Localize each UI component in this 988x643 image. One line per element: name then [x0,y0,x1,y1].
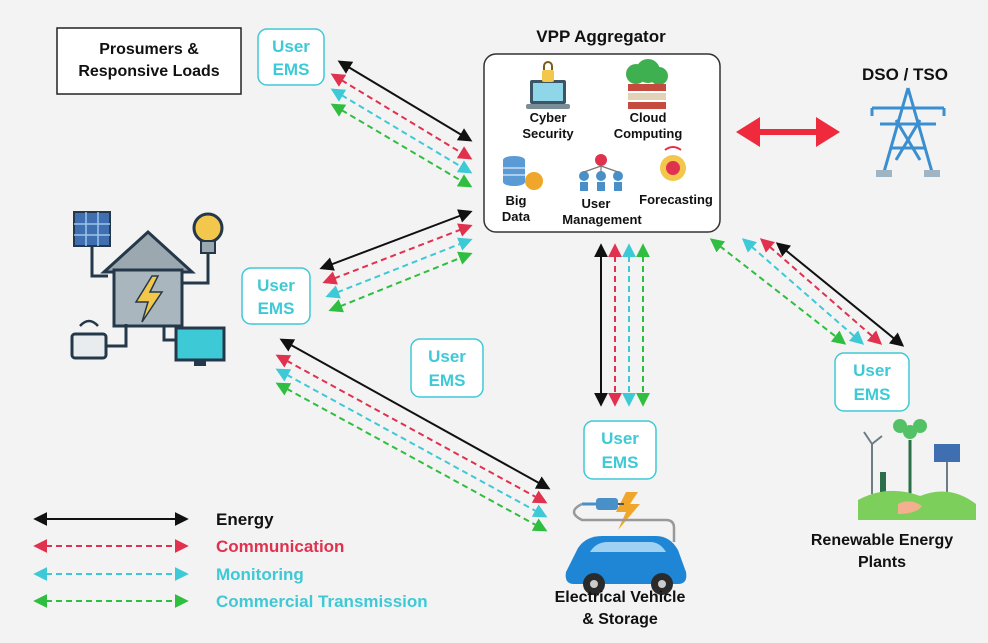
prosumers-line1: Prosumers & [99,41,199,58]
legend: Energy Communication Monitoring Commerci… [33,510,428,611]
transmission-tower-icon [870,87,946,177]
legend-item-energy: Energy [33,510,274,529]
svg-text:Communication: Communication [216,537,344,556]
svg-text:User: User [853,361,891,380]
link-ev-aggregator [594,243,650,407]
svg-text:User: User [582,196,611,211]
svg-text:EMS: EMS [273,60,310,79]
user-network-icon [579,154,623,191]
aggregator-box: Cyber Security Cloud Computing Big Data [483,53,721,233]
svg-text:Cyber: Cyber [530,110,567,125]
svg-text:User: User [272,37,310,56]
legend-item-monitoring: Monitoring [33,565,304,584]
svg-text:Computing: Computing [614,126,683,141]
svg-text:Management: Management [562,212,642,227]
smart-home-icon [70,211,226,366]
svg-text:Commercial Transmission: Commercial Transmission [216,592,428,611]
link-prosumers-aggregator [330,60,473,188]
link-home-aggregator [319,209,473,313]
laptop-lock-icon [526,61,570,109]
dso-label: DSO / TSO [862,65,948,84]
renewable-label-line2: Plants [858,554,906,571]
svg-text:Energy: Energy [216,510,274,529]
link-aggregator-dso [736,117,840,147]
database-icon [503,156,543,190]
svg-text:User: User [428,347,466,366]
ev-label-line2: & Storage [582,611,658,628]
user-ems-box-home: User EMS [241,267,311,325]
svg-text:Big: Big [506,193,527,208]
svg-text:Security: Security [522,126,574,141]
svg-text:EMS: EMS [258,299,295,318]
svg-text:EMS: EMS [854,385,891,404]
user-ems-box-ev: User EMS [583,420,657,480]
renewable-label-line1: Renewable Energy [811,532,953,549]
user-ems-box-prosumers: User EMS [257,28,325,86]
prosumers-box: Prosumers & Responsive Loads [56,27,242,95]
svg-text:Data: Data [502,209,531,224]
svg-text:Monitoring: Monitoring [216,565,304,584]
user-ems-box-middle: User EMS [410,338,484,398]
svg-text:Cloud: Cloud [630,110,667,125]
electric-car-icon [565,492,687,595]
svg-text:EMS: EMS [429,371,466,390]
renewable-plant-icon [858,419,976,520]
forecast-icon [660,146,686,181]
link-renewable-aggregator [709,238,905,347]
link-home-ev [275,338,551,532]
svg-text:User: User [257,276,295,295]
aggregator-title: VPP Aggregator [536,27,666,46]
svg-text:Forecasting: Forecasting [639,192,713,207]
svg-text:EMS: EMS [602,453,639,472]
prosumers-line2: Responsive Loads [78,63,219,80]
legend-item-communication: Communication [33,537,344,556]
legend-item-commercial-transmission: Commercial Transmission [33,592,428,611]
user-ems-box-renewable: User EMS [834,352,910,412]
svg-text:User: User [601,429,639,448]
ev-label-line1: Electrical Vehicle [555,589,686,606]
cloud-server-icon [626,59,668,109]
